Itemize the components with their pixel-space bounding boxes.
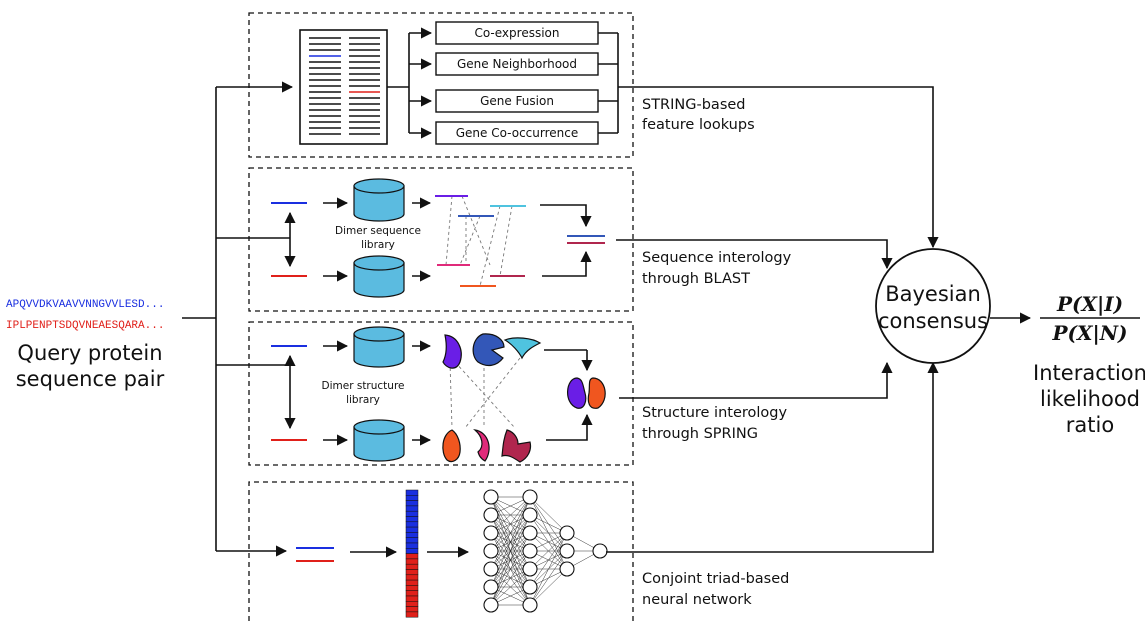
feature-vector-cell bbox=[405, 537, 419, 544]
network-panel: Conjoint triad-based neural network bbox=[248, 481, 789, 621]
feature-vector-cell bbox=[405, 590, 419, 597]
output-label-line1: Interaction bbox=[1033, 361, 1145, 385]
neural-network-icon bbox=[483, 489, 608, 613]
feature-vector-cell bbox=[405, 601, 419, 607]
network-panel-label-line2: neural network bbox=[642, 592, 752, 608]
feature-box-co-expression: Co-expression bbox=[435, 21, 599, 45]
feature-vector-cell bbox=[405, 548, 419, 554]
ratio-numerator: P(X|I) bbox=[1056, 292, 1123, 316]
feature-vector-cell bbox=[405, 500, 419, 507]
output-label-line3: ratio bbox=[1066, 413, 1114, 437]
nn-node bbox=[483, 543, 499, 559]
feature-label: Gene Co-occurrence bbox=[456, 126, 578, 140]
document-icon bbox=[299, 29, 388, 145]
structure-template-hits bbox=[442, 333, 542, 463]
sequence-database-icon-top bbox=[353, 178, 405, 222]
structure-panel-frame bbox=[248, 321, 634, 466]
nn-node bbox=[592, 543, 608, 559]
feature-vector-cell bbox=[405, 542, 419, 549]
nn-node bbox=[522, 579, 538, 595]
structure-library-label-line1: Dimer structure bbox=[322, 380, 405, 392]
feature-vector-cell bbox=[405, 516, 419, 523]
query-sequence-b: IPLPENPTSDQVNEAESQARA... bbox=[6, 320, 164, 332]
nn-node bbox=[522, 561, 538, 577]
feature-vector-cell bbox=[405, 505, 419, 512]
feature-vector-cell bbox=[405, 495, 419, 501]
query-label-line1: Query protein bbox=[17, 341, 162, 365]
feature-vector-cell bbox=[405, 553, 419, 560]
nn-node bbox=[522, 525, 538, 541]
nn-node bbox=[522, 543, 538, 559]
nn-node bbox=[483, 561, 499, 577]
feature-vector-cell bbox=[405, 611, 419, 618]
distribution-connectors bbox=[182, 81, 294, 557]
string-panel-frame bbox=[248, 12, 634, 158]
feature-label: Co-expression bbox=[474, 26, 559, 40]
sequence-library-label-line2: library bbox=[361, 239, 395, 251]
feature-vector-cell bbox=[405, 574, 419, 581]
string-panel-label-line2: feature lookups bbox=[642, 117, 755, 133]
feature-vector-cell bbox=[405, 606, 419, 613]
feature-vector-cell bbox=[405, 510, 419, 517]
sequence-panel: Dimer sequence library Sequence interolo… bbox=[248, 167, 792, 312]
sequence-alignment-hits bbox=[435, 195, 526, 287]
feature-label: Gene Fusion bbox=[480, 94, 554, 108]
output-label-line2: likelihood bbox=[1040, 387, 1140, 411]
consensus-label-line1: Bayesian bbox=[885, 282, 981, 306]
feature-vector-cell bbox=[405, 579, 419, 586]
sequence-panel-label-line2: through BLAST bbox=[642, 271, 750, 287]
feature-vector-cell bbox=[405, 585, 419, 591]
nn-node bbox=[483, 525, 499, 541]
sequence-library-label-line1: Dimer sequence bbox=[335, 225, 421, 237]
structure-library-label-line2: library bbox=[346, 394, 380, 406]
network-panel-label-line1: Conjoint triad-based bbox=[642, 571, 789, 587]
nn-node bbox=[522, 489, 538, 505]
feature-vector-cell bbox=[405, 563, 419, 570]
feature-box-gene-co-occurrence: Gene Co-occurrence bbox=[435, 121, 599, 145]
structure-panel: Dimer structure library Structure intero… bbox=[248, 321, 788, 466]
nn-node bbox=[483, 597, 499, 613]
structure-panel-label-line2: through SPRING bbox=[642, 426, 758, 442]
query-sequence-pair: APQVVDKVAAVVNNGVVLESD... IPLPENPTSDQVNEA… bbox=[6, 299, 165, 391]
bayesian-consensus-node: Bayesian consensus bbox=[875, 248, 991, 364]
feature-label: Gene Neighborhood bbox=[457, 57, 577, 71]
consensus-label-line2: consensus bbox=[878, 309, 988, 333]
feature-box-gene-fusion: Gene Fusion bbox=[435, 89, 599, 113]
sequence-database-icon-bottom bbox=[353, 255, 405, 298]
ratio-denominator: P(X|N) bbox=[1051, 321, 1127, 345]
likelihood-ratio-output: P(X|I) P(X|N) Interaction likelihood rat… bbox=[1033, 292, 1145, 437]
nn-node bbox=[559, 561, 575, 577]
feature-vector-cell bbox=[405, 489, 419, 496]
sequence-panel-frame bbox=[248, 167, 634, 312]
predicted-dimer-structure bbox=[567, 377, 606, 409]
structure-database-icon-top bbox=[353, 326, 405, 368]
feature-vector-cell bbox=[405, 558, 419, 565]
nn-node bbox=[483, 579, 499, 595]
nn-node bbox=[483, 507, 499, 523]
feature-box-gene-neighborhood: Gene Neighborhood bbox=[435, 52, 599, 76]
conjoint-triad-feature-vector bbox=[405, 489, 419, 618]
consensus-connectors bbox=[606, 86, 939, 553]
feature-vector-cell bbox=[405, 521, 419, 528]
query-label-line2: sequence pair bbox=[16, 367, 165, 391]
nn-node bbox=[522, 507, 538, 523]
nn-node bbox=[559, 525, 575, 541]
nn-node bbox=[483, 489, 499, 505]
feature-vector-cell bbox=[405, 526, 419, 533]
structure-panel-label-line1: Structure interology bbox=[642, 405, 788, 421]
feature-vector-cell bbox=[405, 595, 419, 602]
structure-database-icon-bottom bbox=[353, 419, 405, 462]
string-panel-label-line1: STRING-based bbox=[642, 97, 746, 113]
sequence-panel-label-line1: Sequence interology bbox=[642, 250, 792, 266]
query-sequence-a: APQVVDKVAAVVNNGVVLESD... bbox=[6, 299, 164, 311]
nn-node bbox=[522, 597, 538, 613]
feature-vector-cell bbox=[405, 569, 419, 576]
feature-vector-cell bbox=[405, 532, 419, 538]
nn-node bbox=[559, 543, 575, 559]
